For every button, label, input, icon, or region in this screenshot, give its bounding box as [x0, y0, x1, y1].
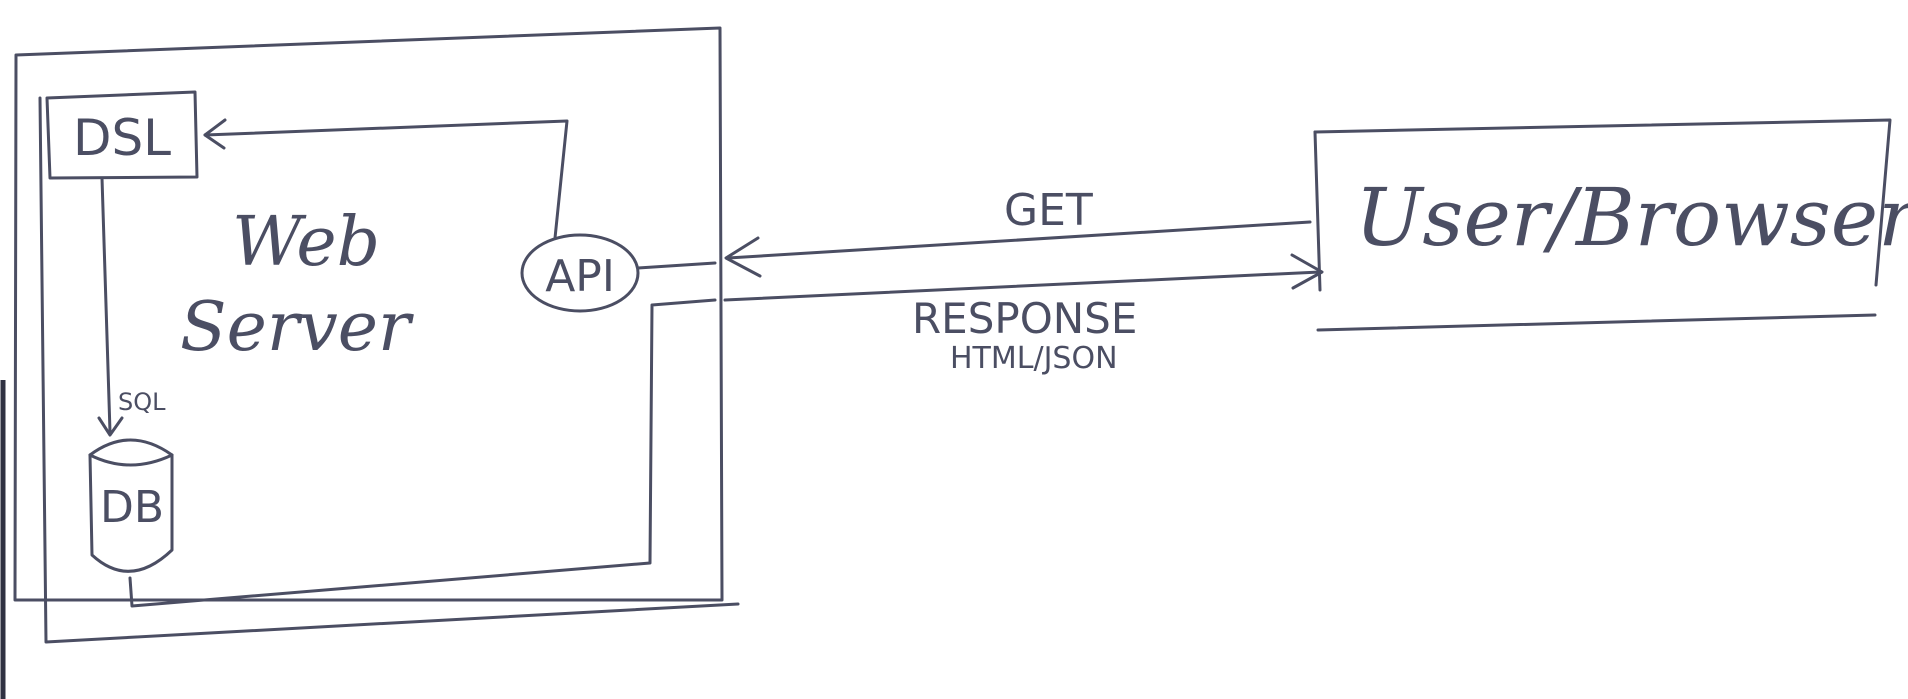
db-node: DB	[88, 438, 174, 573]
web-server-label-line1: Web	[232, 203, 380, 282]
response-label: RESPONSE	[912, 294, 1137, 343]
web-server-label-line2: Server	[180, 288, 414, 367]
web-server-boundary	[13, 26, 740, 644]
dsl-node: DSL	[45, 90, 199, 180]
sql-label: SQL	[118, 388, 166, 416]
api-label: API	[545, 251, 615, 302]
user-browser-label: User/Browser	[1355, 171, 1908, 264]
api-node: API	[520, 233, 640, 313]
db-label: DB	[100, 482, 164, 533]
api-stub-line	[636, 261, 717, 270]
response-format-label: HTML/JSON	[950, 341, 1118, 376]
response-arrow	[723, 253, 1324, 302]
api-to-dsl-arrow	[203, 118, 569, 240]
get-arrow	[724, 220, 1312, 278]
dsl-label: DSL	[73, 109, 171, 167]
db-to-api-line	[128, 298, 717, 608]
user-browser-node: User/Browser	[1313, 118, 1908, 332]
dsl-to-db-arrow	[97, 176, 124, 437]
get-label: GET	[1004, 185, 1093, 236]
